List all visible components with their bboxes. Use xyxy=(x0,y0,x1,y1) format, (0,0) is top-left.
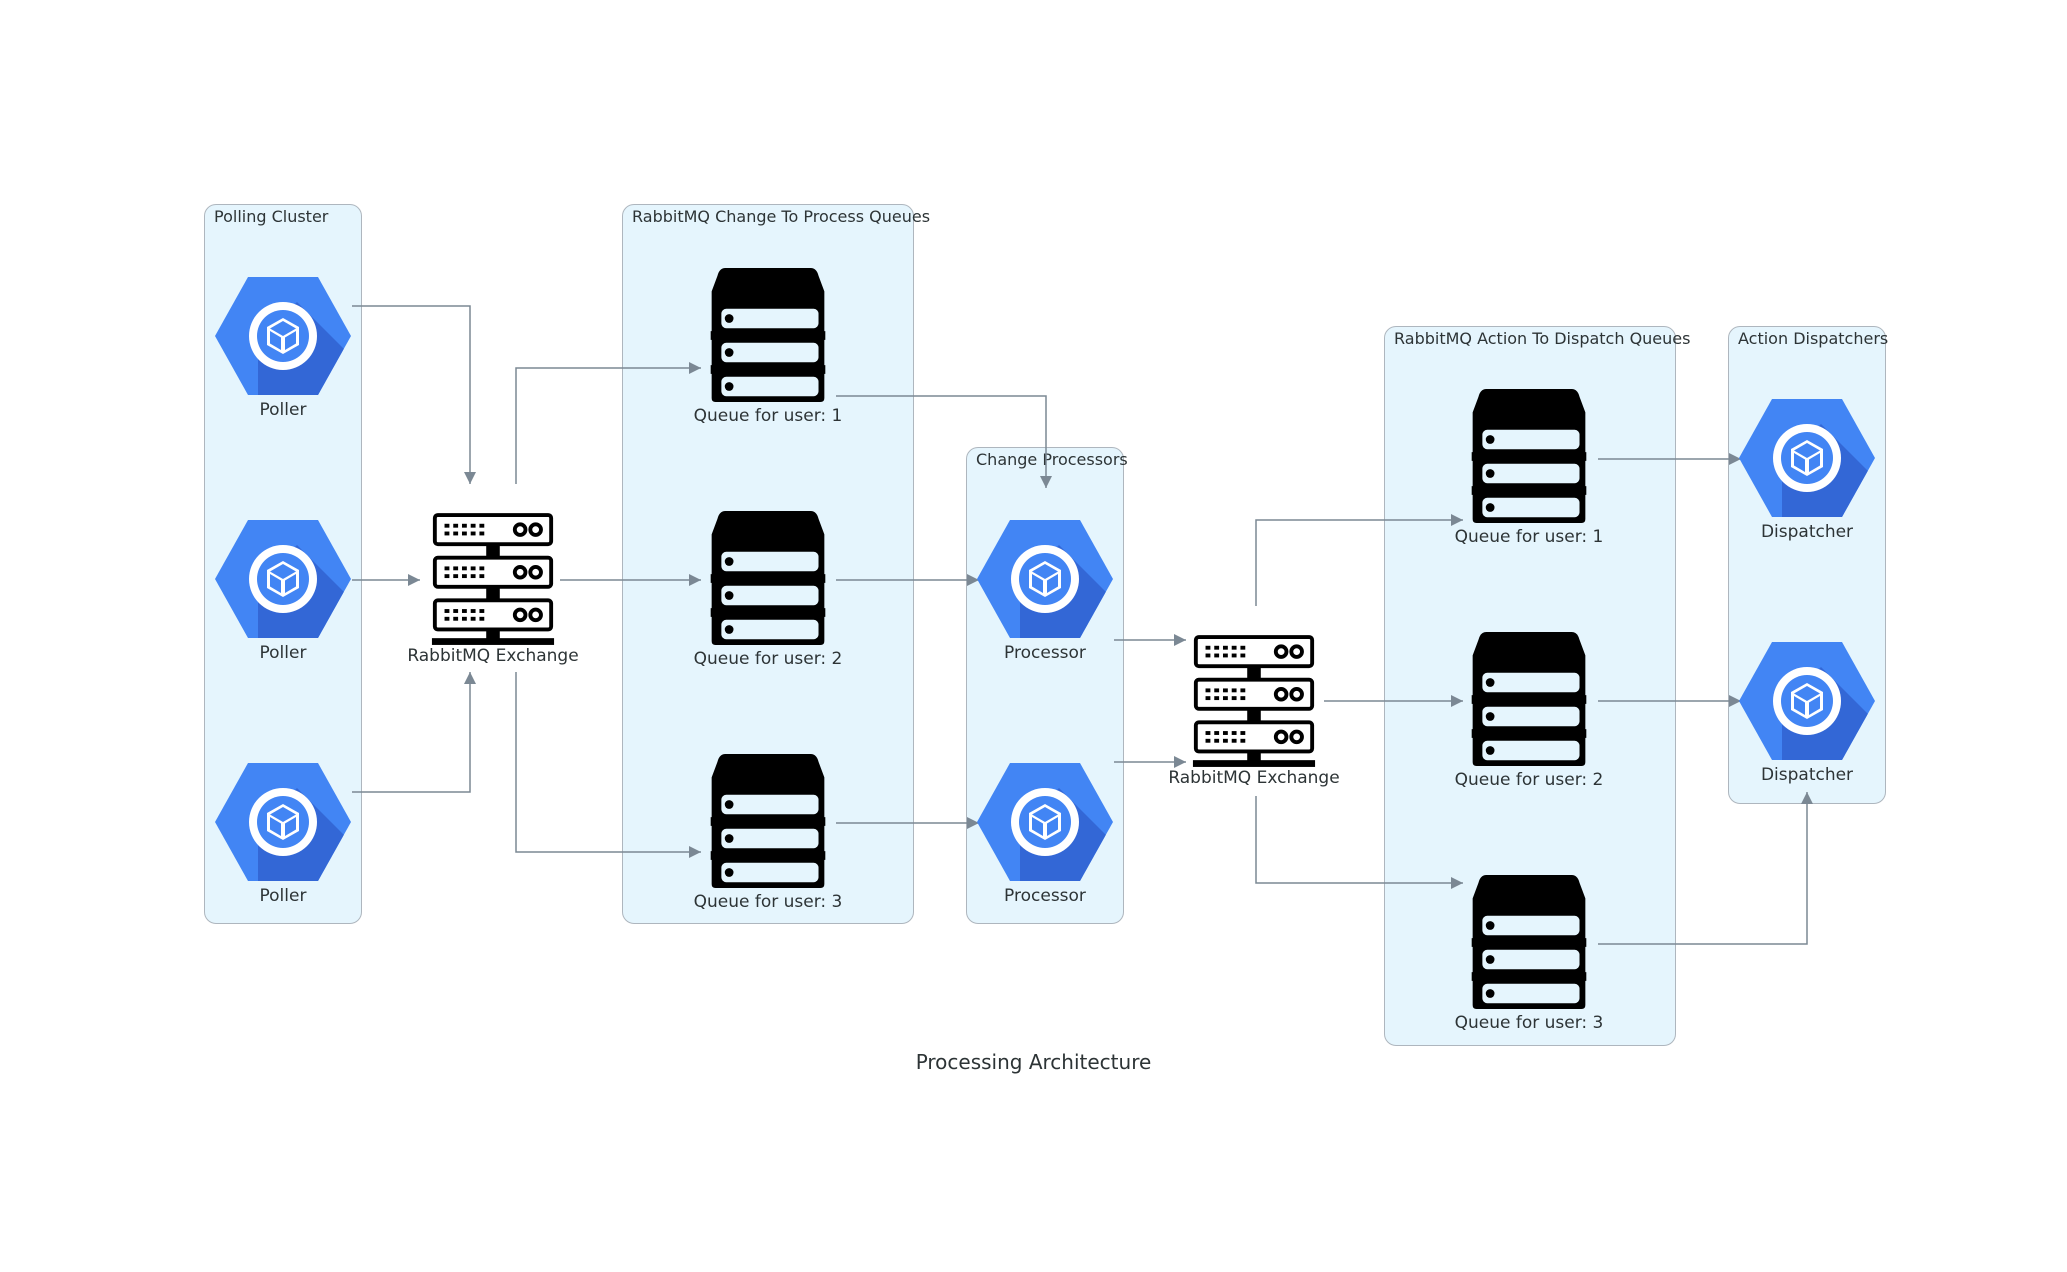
dispatcher-node-2[interactable]: Dispatcher xyxy=(1717,639,1897,785)
gcp-compute-engine-icon xyxy=(975,760,1115,884)
gcp-compute-engine-icon xyxy=(1737,396,1877,520)
gcp-compute-engine-icon xyxy=(1737,639,1877,763)
edge-exchange-2-to-action-queue-1 xyxy=(1255,514,1463,606)
node-label: Processor xyxy=(1004,643,1086,663)
cluster-label: Change Processors xyxy=(976,450,1128,469)
diagram-title: Processing Architecture xyxy=(915,1050,1152,1074)
edge-exchange-1-to-change-queue-3 xyxy=(515,672,701,858)
cluster-label: Polling Cluster xyxy=(214,207,329,226)
edge-change-queue-1-to-processor-1 xyxy=(836,395,1052,488)
edge-exchange-1-to-change-queue-1 xyxy=(515,362,701,484)
edge-action-queue-3-to-dispatcher-2 xyxy=(1598,792,1813,945)
gcp-compute-engine-icon xyxy=(213,517,353,641)
node-label: Poller xyxy=(259,400,307,420)
dispatcher-node-1[interactable]: Dispatcher xyxy=(1717,396,1897,542)
node-label: Processor xyxy=(1004,886,1086,906)
gcp-compute-engine-icon xyxy=(213,760,353,884)
gcp-compute-engine-icon xyxy=(975,517,1115,641)
node-label: RabbitMQ Exchange xyxy=(1168,768,1340,788)
node-label: Queue for user: 2 xyxy=(1454,770,1604,790)
node-label: Queue for user: 1 xyxy=(1454,527,1604,547)
node-label: Poller xyxy=(259,886,307,906)
cluster-label: Action Dispatchers xyxy=(1738,329,1889,348)
gcp-compute-engine-icon xyxy=(213,274,353,398)
cluster-label: RabbitMQ Change To Process Queues xyxy=(632,207,931,226)
database-stack-icon xyxy=(708,511,828,647)
database-stack-icon xyxy=(708,268,828,404)
node-label: Queue for user: 3 xyxy=(693,892,843,912)
poller-node-1[interactable]: Poller xyxy=(193,274,373,420)
server-rack-icon xyxy=(430,510,556,650)
node-label: Poller xyxy=(259,643,307,663)
change-queue-node-2[interactable]: Queue for user: 2 xyxy=(678,511,858,669)
poller-node-2[interactable]: Poller xyxy=(193,517,373,663)
server-rack-icon xyxy=(1191,632,1317,772)
action-queue-node-3[interactable]: Queue for user: 3 xyxy=(1439,875,1619,1033)
node-label: Dispatcher xyxy=(1760,765,1854,785)
edge-poller-1-to-exchange-1 xyxy=(352,305,476,484)
action-queue-node-2[interactable]: Queue for user: 2 xyxy=(1439,632,1619,790)
processor-node-1[interactable]: Processor xyxy=(955,517,1135,663)
cluster-label: RabbitMQ Action To Dispatch Queues xyxy=(1394,329,1691,348)
node-label: Queue for user: 3 xyxy=(1454,1013,1604,1033)
node-label: RabbitMQ Exchange xyxy=(407,646,579,666)
poller-node-3[interactable]: Poller xyxy=(193,760,373,906)
node-label: Queue for user: 2 xyxy=(693,649,843,669)
rabbitmq-exchange-node-2[interactable]: RabbitMQ Exchange xyxy=(1164,632,1344,788)
change-queue-node-1[interactable]: Queue for user: 1 xyxy=(678,268,858,426)
database-stack-icon xyxy=(1469,875,1589,1011)
database-stack-icon xyxy=(1469,632,1589,768)
change-queue-node-3[interactable]: Queue for user: 3 xyxy=(678,754,858,912)
rabbitmq-exchange-node-1[interactable]: RabbitMQ Exchange xyxy=(403,510,583,666)
action-queue-node-1[interactable]: Queue for user: 1 xyxy=(1439,389,1619,547)
edge-exchange-2-to-action-queue-3 xyxy=(1255,796,1463,889)
database-stack-icon xyxy=(708,754,828,890)
database-stack-icon xyxy=(1469,389,1589,525)
processor-node-2[interactable]: Processor xyxy=(955,760,1135,906)
node-label: Queue for user: 1 xyxy=(693,406,843,426)
edge-poller-3-to-exchange-1 xyxy=(352,672,476,793)
node-label: Dispatcher xyxy=(1760,522,1854,542)
